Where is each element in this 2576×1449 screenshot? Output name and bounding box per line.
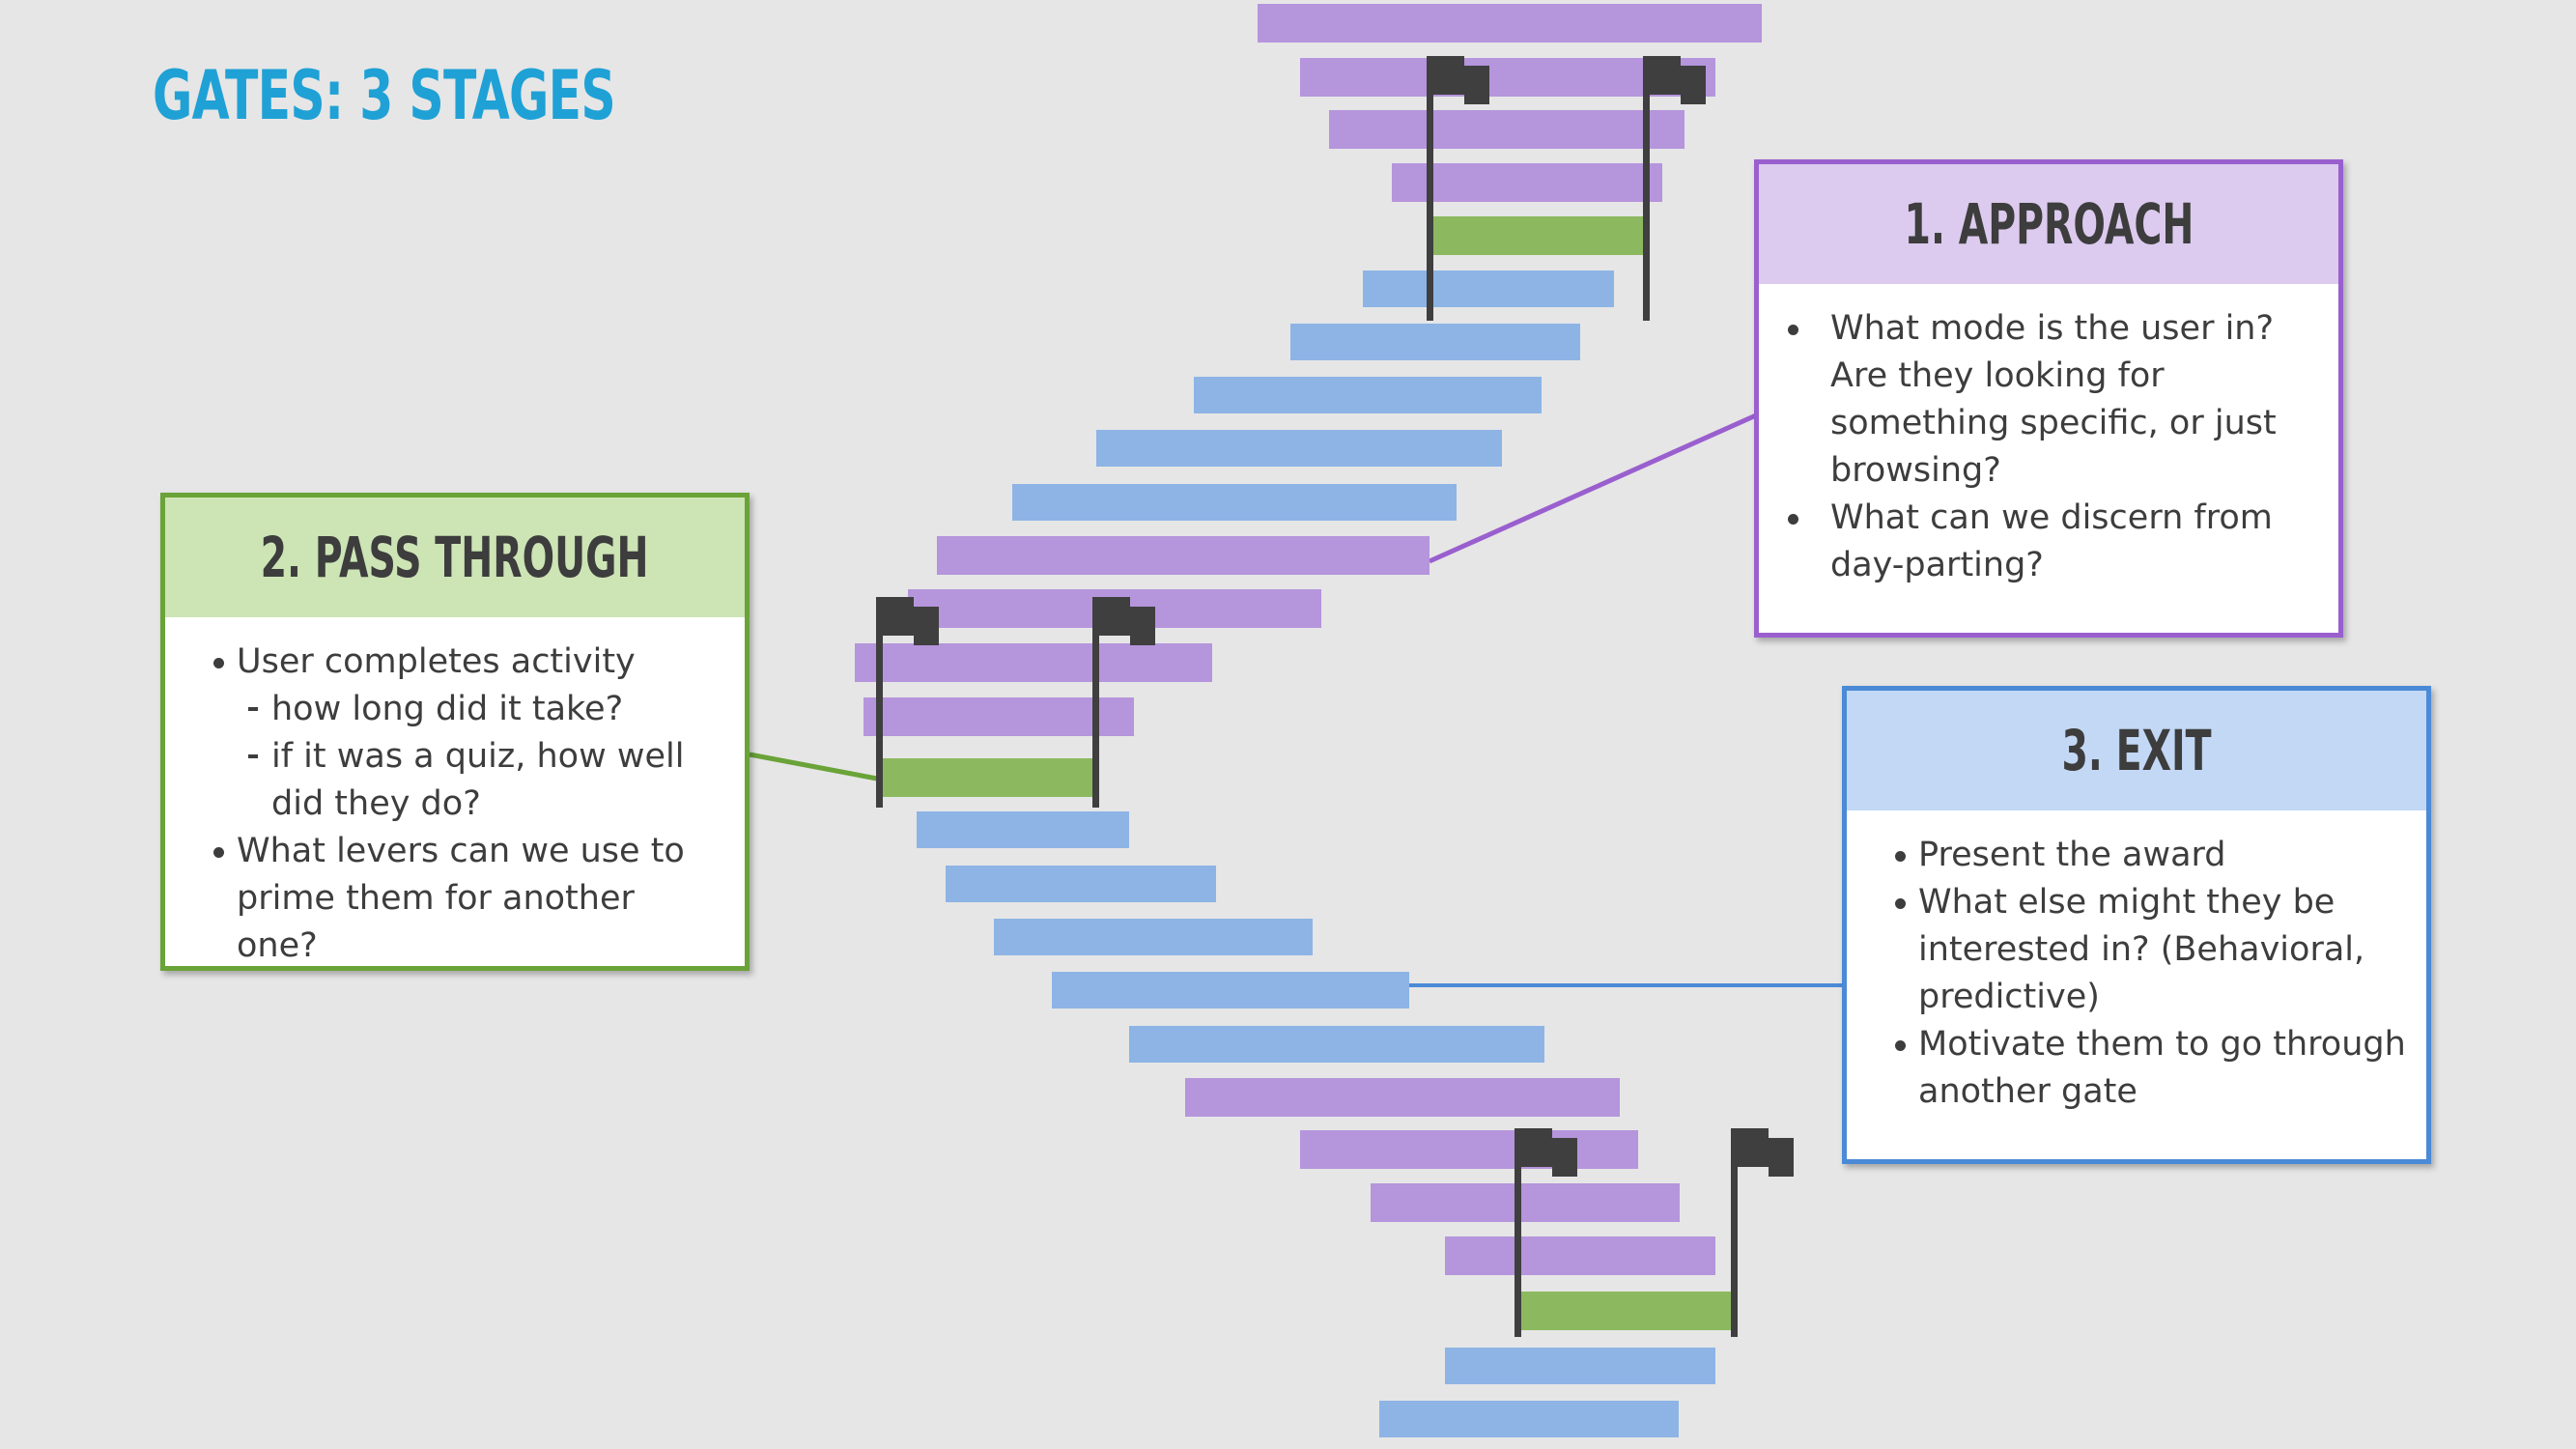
pass-through-connector [749, 752, 878, 781]
purple-bar [855, 643, 1212, 682]
card-line-text: What else might they be [1918, 883, 2335, 922]
exit-card-heading: 3. EXIT [2061, 718, 2212, 783]
card-line-text: did they do? [271, 784, 481, 823]
exit-card-header: 3. EXIT [1847, 691, 2426, 810]
blue-bar [946, 866, 1216, 902]
approach-card-header: 1. APPROACH [1759, 164, 2338, 284]
card-line-text: What can we discern from [1830, 498, 2273, 537]
approach-card-list: What mode is the user in? Are they lookin… [1759, 284, 2338, 589]
flag-icon [1427, 56, 1489, 321]
card-line-text: another gate [1918, 1072, 2137, 1111]
bullet-icon [1895, 898, 1906, 909]
bars [855, 4, 1762, 1437]
blue-bar [1129, 1026, 1544, 1063]
card-line: if it was a quiz, how well [237, 733, 725, 781]
flags [876, 56, 1794, 1337]
card-line-text: how long did it take? [271, 690, 624, 728]
flag-icon [1643, 56, 1706, 321]
purple-bar [863, 697, 1134, 736]
blue-bar [1363, 270, 1614, 307]
bullet-icon [1895, 1040, 1906, 1051]
blue-bar [917, 811, 1129, 848]
purple-bar [1258, 4, 1762, 43]
approach-card: 1. APPROACH What mode is the user in? Are… [1754, 159, 2343, 638]
card-line: interested in? (Behavioral, [1918, 926, 2407, 974]
pass-through-card-list: User completes activity how long did it t… [165, 617, 745, 970]
bullet-icon [213, 847, 224, 858]
card-line: Are they looking for [1830, 353, 2309, 400]
card-line: something specific, or just [1830, 400, 2309, 447]
card-line-text: Are they looking for [1830, 356, 2165, 395]
blue-bar [1096, 430, 1502, 467]
blue-bar [1194, 377, 1542, 413]
bullet-icon [1788, 325, 1798, 335]
dash-icon [248, 754, 258, 758]
blue-bar [1052, 972, 1409, 1009]
flag-icon [876, 597, 939, 808]
pass-through-card-heading: 2. PASS THROUGH [261, 525, 649, 590]
card-line: did they do? [237, 781, 725, 828]
bullet-icon [213, 658, 224, 668]
purple-bar [1392, 163, 1662, 202]
card-line-text: Present the award [1918, 836, 2226, 874]
card-line: What levers can we use to [213, 828, 725, 875]
card-line: day-parting? [1830, 542, 2309, 589]
card-line: Present the award [1895, 832, 2407, 879]
card-line: predictive) [1918, 974, 2407, 1021]
gate-floor-bar [1518, 1292, 1733, 1330]
purple-bar [1445, 1236, 1715, 1275]
connectors [749, 412, 1844, 987]
card-line-text: predictive) [1918, 978, 2100, 1016]
card-line-text: if it was a quiz, how well [271, 737, 685, 776]
card-line: User completes activity [213, 639, 725, 686]
purple-bar [1300, 1130, 1638, 1169]
pass-through-card: 2. PASS THROUGH User completes activity h… [160, 493, 750, 971]
bullet-icon [1895, 851, 1906, 862]
card-line: What else might they be [1895, 879, 2407, 926]
slide-title: GATES: 3 STAGES [153, 56, 616, 135]
card-line: prime them for another one? [237, 875, 725, 970]
card-line: Motivate them to go through [1895, 1021, 2407, 1068]
card-line-text: prime them for another one? [237, 879, 635, 965]
card-line: browsing? [1830, 447, 2309, 495]
card-line-text: What mode is the user in? [1830, 309, 2275, 348]
card-line: another gate [1918, 1068, 2407, 1116]
purple-bar [1371, 1183, 1680, 1222]
card-line: What can we discern from [1788, 495, 2309, 542]
card-line-text: interested in? (Behavioral, [1918, 930, 2365, 969]
card-line-text: day-parting? [1830, 546, 2044, 584]
blue-bar [1379, 1401, 1679, 1437]
gate-floor-bar [1431, 216, 1646, 255]
bullet-icon [1788, 514, 1798, 525]
card-line: how long did it take? [237, 686, 725, 733]
flag-icon [1514, 1128, 1577, 1337]
card-line-text: User completes activity [237, 642, 636, 681]
blue-bar [994, 919, 1313, 955]
pass-through-card-header: 2. PASS THROUGH [165, 497, 745, 617]
approach-connector [1428, 412, 1758, 564]
purple-bar [1185, 1078, 1620, 1117]
blue-bar [1445, 1348, 1715, 1384]
card-line: What mode is the user in? [1788, 305, 2309, 353]
blue-bar [1290, 324, 1580, 360]
flag-icon [1731, 1128, 1794, 1337]
card-line-text: browsing? [1830, 451, 2001, 490]
card-line-text: What levers can we use to [237, 832, 685, 870]
approach-card-heading: 1. APPROACH [1904, 191, 2194, 257]
blue-bar [1012, 484, 1457, 521]
dash-icon [248, 707, 258, 711]
purple-bar [937, 536, 1430, 575]
purple-bar [1329, 110, 1684, 149]
gate-floor-bar [879, 758, 1093, 797]
card-line-text: something specific, or just [1830, 404, 2277, 442]
card-line-text: Motivate them to go through [1918, 1025, 2406, 1064]
flag-icon [1092, 597, 1155, 808]
